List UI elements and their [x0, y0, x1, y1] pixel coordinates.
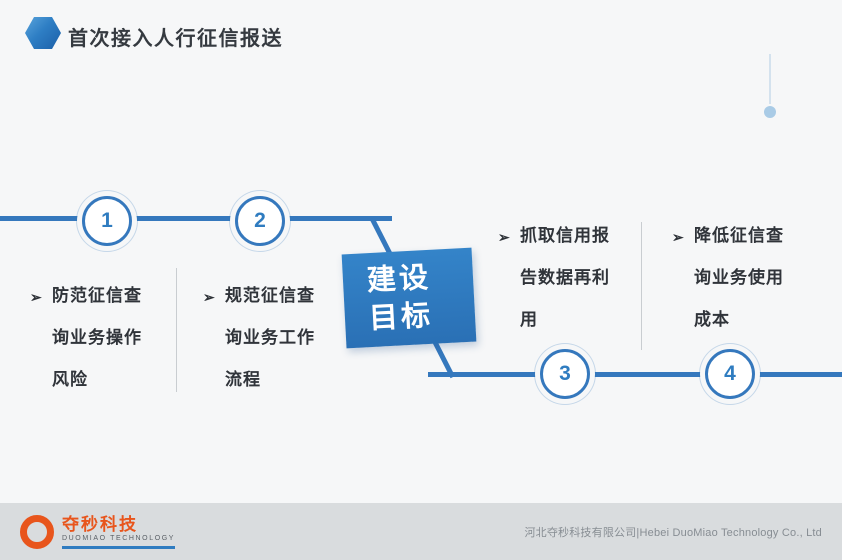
- goal-item-3-text: 抓取信用报 告数据再利 用: [520, 215, 610, 341]
- goal-box-line1: 建设: [366, 261, 432, 298]
- goal-item-4: ➢ 降低征信查 询业务使用 成本: [672, 215, 784, 341]
- goal-box-line2: 目标: [368, 299, 434, 336]
- node-number: 1: [101, 209, 113, 232]
- hexagon-icon: [25, 17, 61, 49]
- footer: 夺秒科技 DUOMIAO TECHNOLOGY 河北夺秒科技有限公司|Hebei…: [0, 503, 842, 560]
- page-title: 首次接入人行征信报送: [68, 28, 283, 50]
- text-line: 告数据再利: [520, 268, 610, 287]
- text-line: 风险: [52, 370, 88, 389]
- text-line: 抓取信用报: [520, 226, 610, 245]
- goal-item-2-text: 规范征信查 询业务工作 流程: [225, 275, 315, 401]
- timeline-node-2: 2: [235, 196, 285, 246]
- text-line: 询业务使用: [694, 268, 784, 287]
- divider-line-left: [176, 268, 177, 392]
- goal-item-2: ➢ 规范征信查 询业务工作 流程: [203, 275, 315, 401]
- decorative-dot: [764, 106, 776, 118]
- goal-item-1-text: 防范征信查 询业务操作 风险: [52, 275, 142, 401]
- text-line: 规范征信查: [225, 286, 315, 305]
- logo-underline: [62, 545, 176, 549]
- timeline-upper-line: [0, 216, 392, 221]
- logo-name: 夺秒科技: [62, 514, 138, 534]
- divider-line-right: [641, 222, 642, 350]
- text-line: 询业务工作: [225, 328, 315, 347]
- company-logo: 夺秒科技 DUOMIAO TECHNOLOGY: [20, 514, 176, 549]
- decorative-vertical-line: [769, 54, 771, 104]
- text-line: 成本: [694, 310, 730, 329]
- text-line: 防范征信查: [52, 286, 142, 305]
- goal-box: 建设 目标: [341, 247, 477, 349]
- arrow-bullet-icon: ➢: [203, 289, 215, 305]
- arrow-bullet-icon: ➢: [498, 229, 510, 245]
- timeline-node-3: 3: [540, 349, 590, 399]
- arrow-bullet-icon: ➢: [672, 229, 684, 245]
- arrow-bullet-icon: ➢: [30, 289, 42, 305]
- text-line: 流程: [225, 370, 261, 389]
- text-line: 降低征信查: [694, 226, 784, 245]
- node-number: 3: [559, 362, 571, 385]
- timeline-lower-line: [428, 372, 842, 377]
- node-number: 2: [254, 209, 266, 232]
- duomiao-logo-icon: [20, 514, 54, 549]
- text-line: 询业务操作: [52, 328, 142, 347]
- logo-text-column: 夺秒科技 DUOMIAO TECHNOLOGY: [62, 514, 176, 549]
- goal-item-4-text: 降低征信查 询业务使用 成本: [694, 215, 784, 341]
- node-number: 4: [724, 362, 736, 385]
- text-line: 用: [520, 310, 538, 329]
- logo-subtitle: DUOMIAO TECHNOLOGY: [62, 534, 176, 542]
- company-name-text: 河北夺秒科技有限公司|Hebei DuoMiao Technology Co.,…: [524, 526, 822, 539]
- goal-item-3: ➢ 抓取信用报 告数据再利 用: [498, 215, 610, 341]
- timeline-node-4: 4: [705, 349, 755, 399]
- timeline-node-1: 1: [82, 196, 132, 246]
- goal-item-1: ➢ 防范征信查 询业务操作 风险: [30, 275, 142, 401]
